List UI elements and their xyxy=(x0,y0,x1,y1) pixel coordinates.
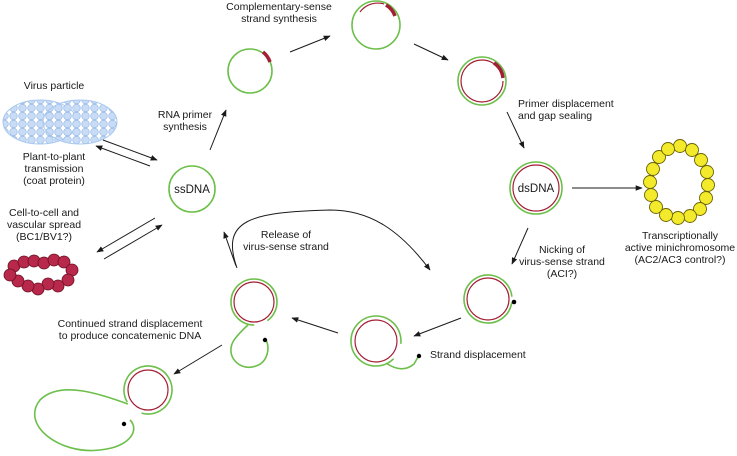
svg-text:active minichromosome: active minichromosome xyxy=(625,242,735,254)
label-dsdna: dsDNA xyxy=(518,183,555,195)
svg-text:Continued strand displacement: Continued strand displacement xyxy=(58,318,203,330)
svg-text:Cell-to-cell and: Cell-to-cell and xyxy=(9,207,79,219)
svg-text:(coat protein): (coat protein) xyxy=(23,175,85,187)
label-continued: Continued strand displacement to produce… xyxy=(58,318,203,342)
label-nicking: Nicking of virus-sense strand (ACI?) xyxy=(519,244,605,280)
complementary-strand-thin xyxy=(359,2,385,13)
svg-text:Complementary-sense: Complementary-sense xyxy=(226,1,332,13)
svg-text:to produce concatemenic DNA: to produce concatemenic DNA xyxy=(59,330,201,342)
arrow-to-concatemeric xyxy=(173,344,223,375)
arrow-to-spread xyxy=(96,217,156,253)
label-release: Release of virus-sense strand xyxy=(243,229,329,253)
label-rna-primer: RNA primer synthesis xyxy=(158,109,213,133)
gap-inner-strand xyxy=(460,59,504,103)
rna-primer-segment xyxy=(261,50,272,63)
displacement-inner xyxy=(354,319,398,363)
label-ssdna: ssDNA xyxy=(174,184,210,196)
label-cell-to-cell: Cell-to-cell and vascular spread (BC1/BV… xyxy=(7,207,81,243)
loop-outer xyxy=(230,278,278,326)
concatemer-outer xyxy=(123,365,173,415)
virus-particle-icon xyxy=(2,99,118,145)
arrow-to-primer xyxy=(209,109,227,151)
gap-primer xyxy=(492,61,505,79)
arrow-release-to-nicking xyxy=(232,209,431,271)
nicked-inner xyxy=(466,277,510,321)
arrow-to-complementary xyxy=(289,35,331,53)
svg-text:transmission: transmission xyxy=(25,163,84,175)
arrow-from-particle xyxy=(102,139,158,161)
primer-circle xyxy=(227,48,273,94)
minichromosome-icon xyxy=(643,139,715,225)
svg-text:(BC1/BV1?): (BC1/BV1?) xyxy=(16,231,72,243)
nicked-outer xyxy=(463,274,513,324)
concatemer-inner xyxy=(127,369,169,411)
dsdna-outer xyxy=(509,161,563,215)
arrow-to-nicking xyxy=(511,227,529,265)
svg-text:Primer displacement: Primer displacement xyxy=(518,98,614,110)
arrow-to-particle xyxy=(95,145,151,167)
concatemer-end xyxy=(121,421,127,427)
label-virus-particle: Virus particle xyxy=(24,80,85,92)
loop-end xyxy=(262,337,268,343)
displacement-outer xyxy=(350,315,402,367)
complementary-primer xyxy=(384,3,397,17)
arrow-to-concatemer xyxy=(291,317,339,334)
displaced-tail-end xyxy=(416,353,422,359)
label-complementary: Complementary-sense strand synthesis xyxy=(226,1,332,25)
arrow-release-to-ssdna xyxy=(223,231,237,267)
gap-circle xyxy=(457,56,507,106)
dsdna-inner xyxy=(512,164,560,212)
svg-text:and gap sealing: and gap sealing xyxy=(518,110,592,122)
ssdna-circle xyxy=(168,165,216,213)
spread-complex-icon xyxy=(3,253,79,296)
displaced-tail xyxy=(385,356,419,370)
loop-inner xyxy=(233,281,275,323)
svg-text:(AC2/AC3 control?): (AC2/AC3 control?) xyxy=(634,254,725,266)
svg-text:Transcriptionally: Transcriptionally xyxy=(642,230,719,242)
concatemer-loop xyxy=(33,389,135,452)
arrow-to-displacement xyxy=(413,317,462,337)
label-plant-to-plant: Plant-to-plant transmission (coat protei… xyxy=(23,151,86,187)
svg-text:RNA primer: RNA primer xyxy=(158,109,213,121)
svg-text:virus-sense strand: virus-sense strand xyxy=(519,256,605,268)
loop-tail xyxy=(230,324,269,369)
svg-text:strand synthesis: strand synthesis xyxy=(241,13,317,25)
svg-text:(ACI?): (ACI?) xyxy=(547,268,577,280)
svg-text:virus-sense strand: virus-sense strand xyxy=(243,241,329,253)
arrow-to-dsdna xyxy=(506,111,525,149)
svg-text:Plant-to-plant: Plant-to-plant xyxy=(23,151,86,163)
label-minichromosome: Transcriptionally active minichromosome … xyxy=(625,230,735,266)
svg-text:Nicking of: Nicking of xyxy=(539,244,585,256)
svg-text:vascular spread: vascular spread xyxy=(7,219,81,231)
complementary-circle xyxy=(351,0,401,50)
label-primer-displacement: Primer displacement and gap sealing xyxy=(518,98,614,122)
arrow-to-gap xyxy=(413,43,449,61)
svg-text:Release of: Release of xyxy=(261,229,311,241)
arrow-from-spread xyxy=(103,224,163,260)
svg-text:synthesis: synthesis xyxy=(163,121,207,133)
nick-site xyxy=(511,299,517,305)
label-strand-displacement: Strand displacement xyxy=(430,349,526,361)
